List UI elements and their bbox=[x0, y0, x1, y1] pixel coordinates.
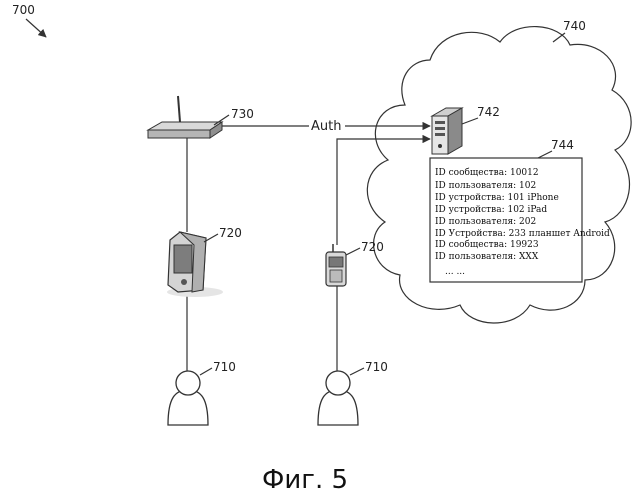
cloud-ref: 740 bbox=[563, 19, 586, 33]
db-line: ID пользователя: XXX bbox=[435, 252, 539, 262]
user-ref-leader bbox=[350, 368, 364, 375]
db-line: ID сообщества: 10012 bbox=[435, 167, 539, 178]
db-line: ID сообщества: 19923 bbox=[435, 239, 539, 250]
db-line: ID устройства: 101 iPhone bbox=[435, 193, 559, 203]
server-ref: 742 bbox=[477, 105, 500, 119]
user-ref: 710 bbox=[365, 360, 388, 374]
user-icon bbox=[168, 371, 208, 425]
figure-ref-arrow bbox=[26, 19, 46, 37]
cloud-ref-leader bbox=[553, 33, 565, 42]
db-line: ID пользователя: 102 bbox=[435, 181, 536, 191]
db-line: ID пользователя: 202 bbox=[435, 217, 536, 227]
figure-ref: 700 bbox=[12, 3, 35, 17]
phone-ref: 720 bbox=[361, 240, 384, 254]
phone-icon bbox=[326, 244, 346, 286]
server-icon bbox=[432, 108, 462, 154]
database-ref-leader bbox=[538, 151, 552, 158]
router-icon bbox=[148, 96, 222, 138]
user-ref-leader bbox=[200, 368, 212, 375]
user-icon bbox=[318, 371, 358, 425]
db-line: ... ... bbox=[445, 267, 465, 277]
tablet-ref: 720 bbox=[219, 226, 242, 240]
database-ref: 744 bbox=[551, 138, 574, 152]
router-ref: 730 bbox=[231, 107, 254, 121]
phone-ref-leader bbox=[346, 248, 360, 255]
db-line: ID Устройства: 233 планшет Android bbox=[435, 229, 610, 239]
figure-caption: Фиг. 5 bbox=[262, 465, 348, 495]
user-ref: 710 bbox=[213, 360, 236, 374]
db-line: ID устройства: 102 iPad bbox=[435, 205, 547, 215]
tablet-icon bbox=[167, 232, 223, 297]
auth-label: Auth bbox=[311, 119, 341, 134]
server-ref-leader bbox=[462, 118, 478, 124]
